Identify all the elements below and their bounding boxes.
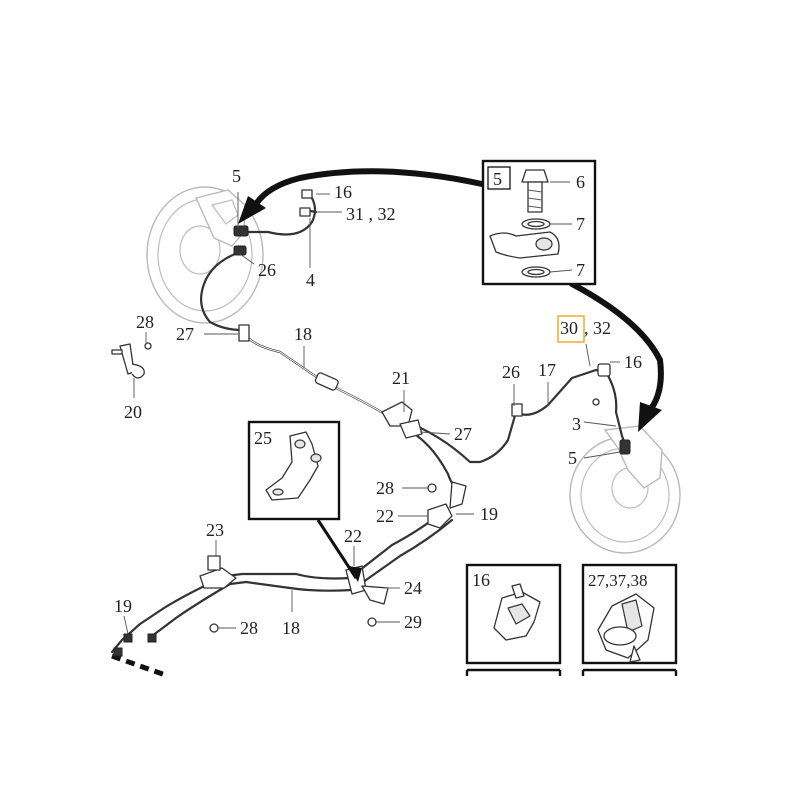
callout-labels: 5 16 31 , 32 26 4 28 27 18 20 21 27 26 1… (114, 166, 642, 638)
callout-28-mid: 28 (376, 478, 394, 498)
callout-5-right: 5 (568, 448, 577, 468)
callout-24: 24 (404, 578, 422, 598)
callout-31-32-top: 31 , 32 (346, 204, 396, 224)
callout-16-top: 16 (334, 182, 352, 202)
inset-25-label: 25 (254, 428, 272, 448)
inset-5-callout-7a: 7 (576, 214, 585, 234)
callout-32-right: , 32 (584, 318, 611, 338)
callout-30: 30 (560, 318, 578, 338)
callout-arrows (238, 168, 664, 432)
callout-22-low: 22 (344, 526, 362, 546)
pipe-continuation-dashed (111, 653, 169, 679)
callout-30-highlight (557, 315, 585, 343)
callout-28-low: 28 (240, 618, 258, 638)
callout-19-left: 19 (114, 596, 132, 616)
callout-26-right: 26 (502, 362, 520, 382)
callout-27-mid: 27 (454, 424, 472, 444)
callout-18-mid: 18 (294, 324, 312, 344)
callout-17: 17 (538, 360, 556, 380)
callout-4: 4 (306, 270, 315, 290)
inset-16-clip-detail: 16 (465, 563, 562, 665)
bracket-part-20 (111, 342, 152, 379)
right-brake-disc-ghost (569, 425, 681, 554)
inset-5-callout-6: 6 (576, 172, 585, 192)
inset-5-banjo-detail: 5 6 7 7 (481, 159, 597, 286)
callout-16-right: 16 (624, 352, 642, 372)
callout-18-low: 18 (282, 618, 300, 638)
callout-26-top: 26 (258, 260, 276, 280)
inset-27-37-38-label: 27,37,38 (588, 571, 648, 590)
inset-16-label: 16 (472, 570, 490, 590)
inset-5-callout-7b: 7 (576, 260, 585, 280)
callout-3: 3 (572, 414, 581, 434)
leader-lines (123, 192, 621, 635)
inset-boxes-cutoff (465, 668, 678, 676)
callout-29: 29 (404, 612, 422, 632)
inset-25-pointer-head (348, 566, 362, 582)
inset-25-bracket-detail: 25 (247, 420, 341, 521)
callout-20: 20 (124, 402, 142, 422)
inset-5-box-label: 5 (493, 169, 502, 189)
callout-19-mid: 19 (480, 504, 498, 524)
callout-23: 23 (206, 520, 224, 540)
pipe-fittings (113, 189, 631, 657)
callout-5-top: 5 (232, 166, 241, 186)
left-brake-disc-ghost (146, 186, 264, 324)
callout-27-left: 27 (176, 324, 194, 344)
inset-27-37-38-clip-detail: 27,37,38 (581, 563, 678, 665)
callout-28-left: 28 (136, 312, 154, 332)
callout-21: 21 (392, 368, 410, 388)
callout-22-mid: 22 (376, 506, 394, 526)
